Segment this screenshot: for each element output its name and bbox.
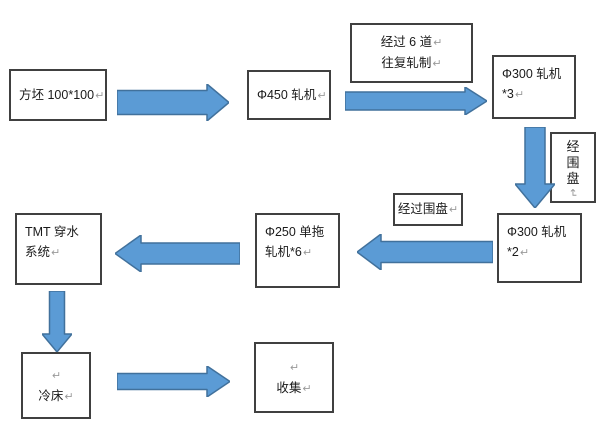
arrow-right-billet-to-mill450	[117, 84, 229, 121]
flow-box-tmt-water-system: TMT 穿水 系统↵	[15, 213, 102, 285]
box-label: Φ250 单拖	[265, 225, 325, 239]
paragraph-mark-icon: ↵	[448, 204, 459, 216]
paragraph-mark-icon: ↵	[432, 58, 442, 70]
flow-box-billet: 方坯 100*100↵	[9, 69, 107, 121]
flow-box-mill-300-x3: Φ300 轧机 *3↵	[492, 55, 576, 119]
paragraph-mark-icon: ↵	[51, 247, 61, 259]
flow-box-mill-250: Φ250 单拖 轧机*6↵	[255, 213, 340, 288]
box-label: 轧机*6↵	[265, 245, 313, 259]
arrow-right-mill450-to-mill300x3	[345, 87, 487, 115]
empty-paragraph: ↵	[256, 357, 332, 378]
arrow-right-cooling-bed-to-collection	[117, 366, 230, 397]
paragraph-mark-icon: ↵	[64, 390, 74, 403]
paragraph-mark-icon: ↵	[302, 382, 312, 395]
arrow-down-tmt-to-cooling-bed	[42, 291, 72, 352]
flow-box-mill-300-x2: Φ300 轧机 *2↵	[497, 213, 582, 283]
box-label: 盘	[566, 171, 580, 186]
box-label: 收集↵	[276, 380, 312, 395]
box-label: 方坯 100*100↵	[19, 87, 105, 102]
paragraph-mark-icon: ↵	[289, 361, 300, 374]
flow-box-collection: ↵ 收集↵	[254, 342, 334, 413]
box-label: 围	[566, 155, 580, 170]
box-label: Φ300 轧机	[502, 67, 562, 81]
flow-box-loop-pan-vertical: 经 围 盘 ↵	[550, 132, 596, 203]
paragraph-mark-icon: ↵	[302, 247, 313, 259]
paragraph-mark-icon: ↵	[317, 89, 327, 102]
arrow-left-mill250-to-tmt	[115, 235, 240, 272]
flow-box-loop-pan-note: 经过围盘↵	[393, 193, 463, 226]
flow-box-pass-note: 经过 6 道↵ 往复轧制↵	[350, 23, 473, 83]
box-label: 经过 6 道↵	[380, 35, 443, 49]
box-label: *3↵	[502, 87, 525, 101]
paragraph-mark-icon: ↵	[519, 247, 530, 259]
box-label: TMT 穿水	[25, 225, 79, 239]
paragraph-mark-icon: ↵	[567, 188, 579, 198]
box-label: 系统↵	[25, 245, 61, 259]
paragraph-mark-icon: ↵	[95, 89, 105, 102]
box-label: Φ300 轧机	[507, 225, 567, 239]
paragraph-mark-icon: ↵	[514, 89, 525, 101]
box-label: *2↵	[507, 245, 530, 259]
arrow-left-mill300x2-to-mill250	[357, 234, 493, 270]
box-label: Φ450 轧机↵	[257, 87, 327, 102]
box-label: 冷床↵	[38, 388, 74, 403]
box-label: 往复轧制↵	[381, 56, 442, 70]
box-label: 经	[566, 139, 580, 154]
flow-box-cooling-bed: ↵ 冷床↵	[21, 352, 91, 419]
paragraph-mark-icon: ↵	[433, 37, 443, 49]
box-label: 经过围盘↵	[397, 202, 459, 216]
paragraph-mark-icon: ↵	[51, 369, 62, 382]
arrow-down-mill300x3-to-mill300x2	[515, 127, 555, 208]
empty-paragraph: ↵	[23, 365, 89, 386]
flow-box-mill-450: Φ450 轧机↵	[247, 70, 331, 120]
